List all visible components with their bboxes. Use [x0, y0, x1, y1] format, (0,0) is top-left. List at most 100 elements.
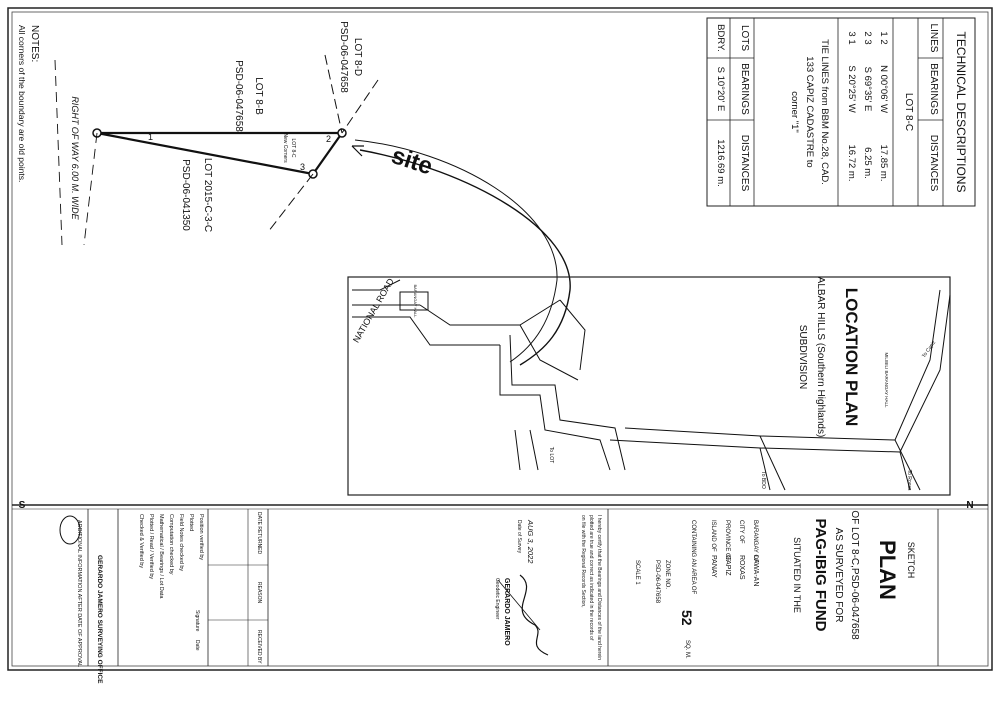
owner-label: PAG-IBIG FUND [812, 518, 829, 631]
notes-title: NOTES: [29, 25, 40, 62]
to-roxas-label: To Roxas [906, 470, 912, 491]
tech-row-3-bearing: S 20°25' W [846, 65, 857, 112]
north-arrow-label: N [966, 500, 973, 511]
tie-row-bearing: S 10°20' E [715, 67, 726, 112]
office-name: GERARDO JAMERO SURVEYING OFFICE [96, 555, 103, 684]
site-label: site [388, 142, 436, 180]
site-leader-line-inner [354, 139, 558, 363]
position-verified-label: Position verified by [198, 514, 204, 560]
tech-row-2-line: 2 3 [862, 31, 873, 44]
tech-title: TECHNICAL DESCRIPTIONS [954, 32, 968, 193]
checked-verified-label: Checked & Verified by [138, 514, 144, 568]
signature-label: Signature [194, 610, 200, 632]
technical-descriptions: TECHNICAL DESCRIPTIONS LINES BEARINGS DI… [706, 17, 976, 207]
island-of-label: ISLAND OF [710, 520, 716, 552]
province-of-value: CAPIZ [724, 555, 731, 576]
right-of-way-label: RIGHT OF WAY 6.00 M. WIDE [70, 96, 80, 220]
location-plan-subtitle-2: SUBDIVISION [797, 325, 808, 389]
to-capiz-label: To Capiz [921, 339, 937, 359]
psd-ref: PSD-06-047658 [654, 560, 660, 604]
situated-label: SITUATED IN THE [792, 537, 802, 613]
notes-block: NOTES: All corners of the boundary are o… [17, 25, 40, 182]
verification-block: DATE RETURNED REASON RECEIVED BY Positio… [138, 509, 269, 666]
milibili-hall-label: MILIBILI BARANGAY HALL [884, 352, 889, 408]
survey-date: AUG 3, 2022 [526, 519, 535, 564]
lot-2015-label: LOT 2015-C-3-C [202, 158, 213, 232]
cert-line-2: plotted are true and correct as indicate… [588, 515, 594, 641]
to-bdo-label: To BDO [760, 471, 766, 489]
lot-8c-small-label: LOT 8-C [290, 138, 296, 157]
zone-label: ZONE NO. [664, 560, 670, 589]
tech-row-3-distance: 16.72 m. [846, 145, 857, 182]
site-leader-line [359, 149, 571, 366]
location-plan: LOCATION PLAN ALBAR HILLS (Southern High… [347, 276, 951, 496]
lot-8d-label: LOT 8-D [352, 38, 363, 76]
tech-row-1-line: 1 2 [878, 31, 889, 44]
island-of-value: PANAY [710, 555, 717, 578]
tie-row-distance: 1216.69 m. [715, 139, 726, 187]
to-lot-label: To LOT [548, 447, 554, 463]
certification-block: I hereby certify that the Bearings and D… [494, 509, 609, 666]
lot-2015-psd: PSD-06-041350 [180, 159, 191, 231]
location-plan-subtitle-1: ALBAR HILLS (Southern Highlands) [815, 277, 826, 438]
tech-header-bearings: BEARINGS [928, 63, 939, 115]
tie-line-text-3: corner "1" [789, 91, 800, 133]
as-surveyed-label: AS SURVEYED FOR [833, 528, 844, 623]
cert-line-1: I hereby certify that the Bearings and D… [596, 515, 602, 660]
survey-date-label: Date of Survey [516, 520, 522, 554]
tech-row-2-bearing: S 69°35' E [862, 67, 873, 112]
tech-header-distances: DISTANCES [928, 135, 939, 192]
plan-title: PLAN [875, 540, 900, 600]
tech-lot-label: LOT 8-C [903, 93, 914, 131]
province-of-label: PROVINCE OF [724, 520, 730, 562]
barangay-hall-marker [399, 291, 429, 311]
reason-label: REASON [256, 582, 262, 604]
field-notes-label: Field Notes checked by [178, 514, 184, 571]
office-seal [59, 515, 81, 545]
area-unit: SQ. M. [684, 640, 690, 659]
plotted-label: Plotted [188, 514, 194, 531]
parcel-sketch: 1 2 3 LOT 8-D PSD-06-047658 LOT 8-B PSD-… [54, 21, 571, 366]
cert-line-3: on file with the Regional Records Sectio… [580, 515, 586, 608]
location-plan-title: LOCATION PLAN [842, 288, 861, 427]
computation-label: Computation checked by [168, 514, 174, 575]
scale-label: SCALE 1 [634, 560, 640, 585]
sheet-inner-border [11, 11, 989, 667]
tech-row-3-line: 3 1 [846, 31, 857, 44]
office-block: GERARDO JAMERO SURVEYING OFFICE ADDITION… [59, 509, 119, 684]
area-value: 52 [679, 610, 695, 626]
of-lot-label: OF LOT 8-C,PSD-06-047658 [849, 510, 860, 640]
new-corners-label: New Corners [282, 133, 288, 163]
sheet-border [7, 7, 993, 671]
plotted-by-label: Plotted / Read / Verified by [148, 514, 154, 579]
city-of-value: ROXAS [738, 555, 745, 580]
national-road-label: NATIONAL ROAD [351, 276, 396, 344]
mathematical-label: Mathematical / Bearings / Lot Data [158, 514, 164, 599]
barangay-hall-label: BARANGAY HALL [413, 285, 418, 319]
tech-row-2-distance: 6.25 m. [862, 147, 873, 179]
corner-2-label: 2 [326, 134, 331, 144]
tie-line-text-2: 133 CAPIZ CADASTRE to [804, 56, 815, 167]
date-label: Date [194, 640, 200, 651]
barangay-of-value: LAWA-AN [752, 555, 759, 586]
city-of-label: CITY OF [738, 520, 744, 544]
engineer-signature [519, 574, 549, 656]
date-returned-label: DATE RETURNED [256, 512, 262, 555]
tie-row-lot: BDRY. [715, 24, 726, 52]
sketch-plan-title: SKETCH PLAN OF LOT 8-C,PSD-06-047658 AS … [634, 509, 939, 666]
south-label: S [19, 500, 26, 511]
tie-header-lots: LOTS [739, 25, 750, 51]
lot-8d-psd: PSD-06-047658 [338, 21, 349, 93]
lot-8c-boundary [96, 131, 345, 176]
tech-row-1-bearing: N 00°06' W [878, 65, 889, 113]
tech-header-lines: LINES [928, 24, 939, 53]
lot-8b-psd: PSD-06-047658 [233, 60, 244, 132]
corner-1-label: 1 [148, 132, 153, 142]
area-label: CONTAINING AN AREA OF [690, 520, 696, 595]
notes-text: All corners of the boundary are old poin… [17, 25, 27, 182]
additional-info-label: ADDITIONAL INFORMATION AFTER DATE OF APP… [76, 520, 82, 667]
sketch-heading: SKETCH [906, 542, 916, 579]
tie-header-bearings: BEARINGS [739, 63, 750, 115]
